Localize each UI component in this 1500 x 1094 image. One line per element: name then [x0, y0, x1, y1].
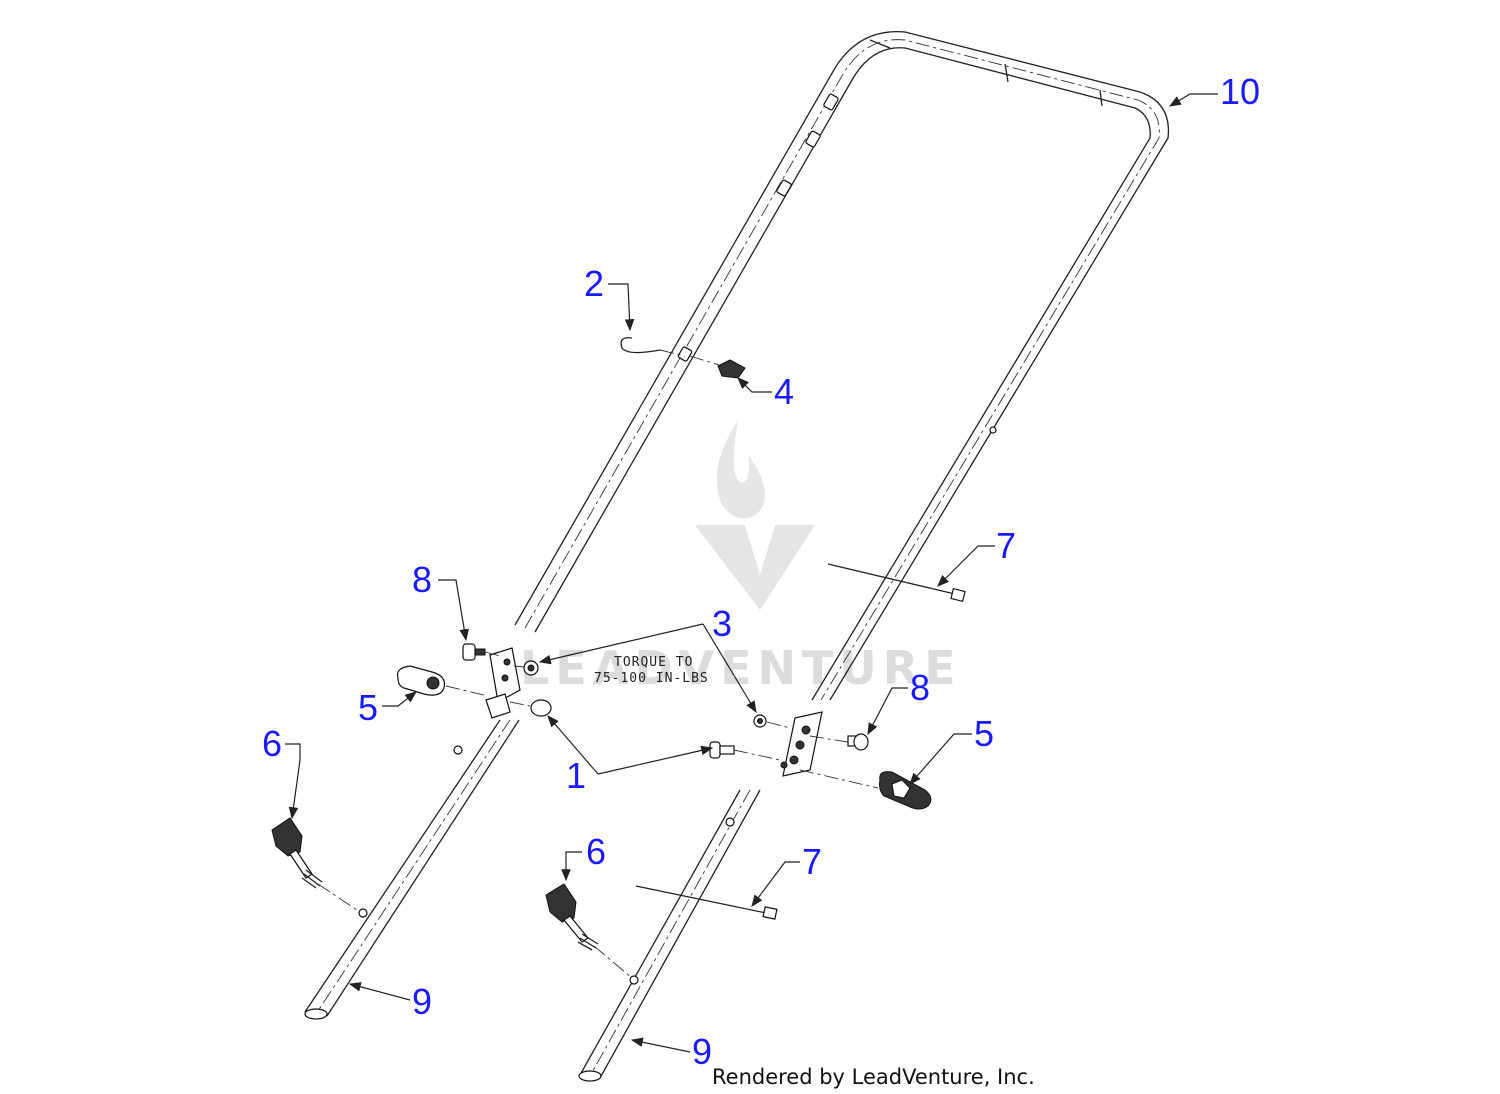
torque-note-line1: TORQUE TO	[614, 655, 693, 670]
knob-bolt-6-right	[545, 883, 633, 979]
callout-6-right: 6	[586, 831, 606, 872]
callout-5-left: 5	[358, 687, 378, 728]
cam-knob-5-right	[799, 769, 932, 810]
callout-4: 4	[774, 371, 794, 412]
carriage-bolt-8-right	[809, 733, 869, 751]
locknut-3-right	[753, 714, 791, 729]
callout-3: 3	[712, 603, 732, 644]
left-bracket	[485, 647, 521, 719]
hex-nut-4	[689, 355, 746, 379]
watermark-logo	[695, 420, 815, 610]
torque-note-line2: 75-100 IN-LBS	[594, 671, 709, 686]
callout-9-right: 9	[692, 1031, 712, 1072]
callout-8-left: 8	[412, 559, 432, 600]
cable-tie-7-lower	[635, 885, 778, 920]
callout-6-left: 6	[262, 723, 282, 764]
callout-2: 2	[584, 263, 604, 304]
lower-handle-right	[578, 789, 761, 1082]
callout-8-right: 8	[910, 667, 930, 708]
shoulder-bolt-1-left	[509, 699, 552, 717]
callout-10: 10	[1220, 71, 1260, 112]
lower-handle-left	[304, 719, 520, 1020]
callout-1: 1	[566, 755, 586, 796]
callout-7-upper: 7	[996, 525, 1016, 566]
callout-7-lower: 7	[802, 841, 822, 882]
callout-5-right: 5	[974, 713, 994, 754]
cable-guide-hook	[620, 337, 686, 357]
callout-9-left: 9	[412, 981, 432, 1022]
cam-knob-5-left	[396, 665, 489, 697]
upper-handle	[514, 30, 1170, 701]
knob-bolt-6-left	[271, 817, 361, 913]
shoulder-bolt-1-right	[709, 741, 781, 761]
cable-tie-7-upper	[827, 563, 966, 603]
credit-text: Rendered by LeadVenture, Inc.	[712, 1065, 1035, 1089]
locknut-3-left	[513, 660, 539, 676]
right-bracket-plate	[780, 711, 823, 777]
leader-lines	[285, 93, 1218, 1053]
carriage-bolt-8-left	[462, 643, 501, 661]
